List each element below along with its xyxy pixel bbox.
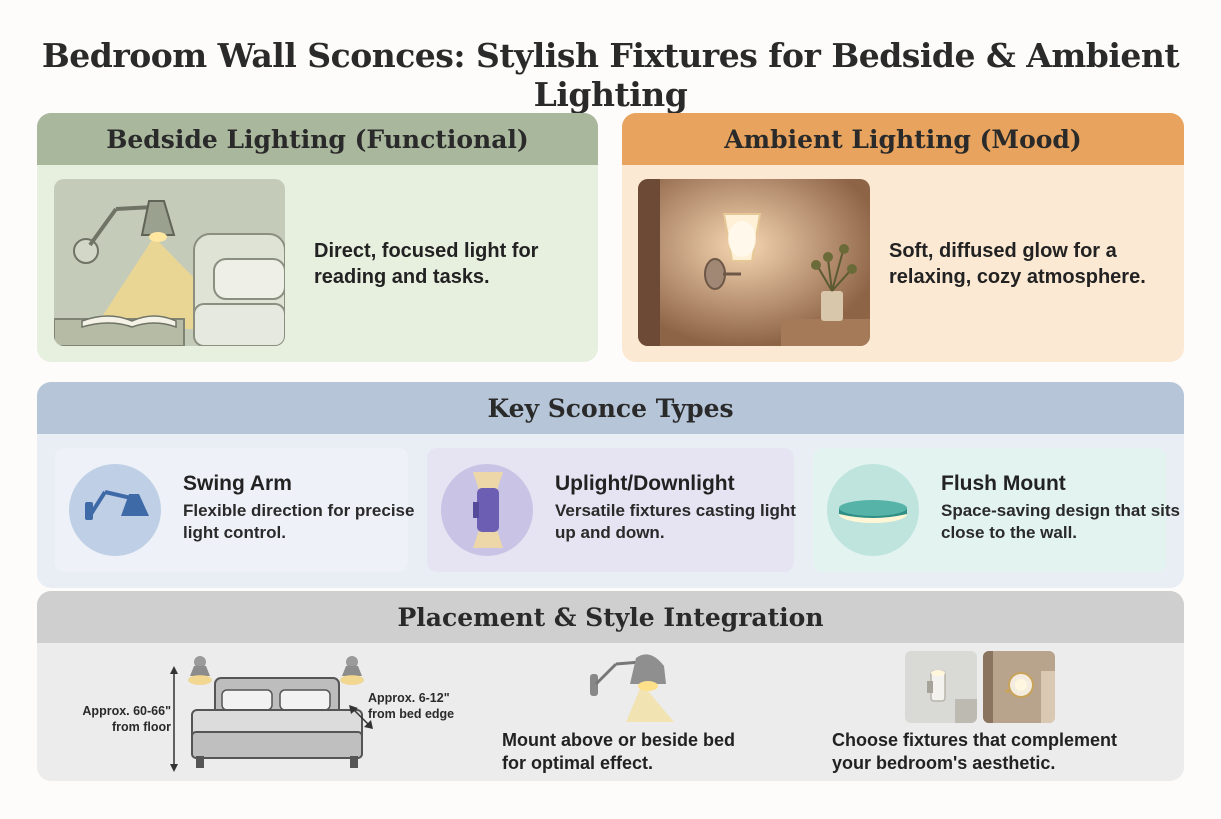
type-title: Flush Mount [941, 472, 1066, 495]
type-card-swing-arm: Swing Arm Flexible direction for precise… [55, 448, 414, 572]
fixture-photo-crystal [983, 651, 1055, 723]
bed-placement-diagram [160, 650, 390, 775]
type-description: Space-saving design that sits close to t… [941, 501, 1181, 542]
height-label: Approx. 60-66" from floor [82, 704, 171, 734]
flush-mount-icon [827, 464, 919, 556]
bedside-heading: Bedside Lighting (Functional) [37, 113, 598, 165]
type-card-flush-mount: Flush Mount Space-saving design that sit… [813, 448, 1180, 572]
ambient-panel: Ambient Lighting (Mood) Soft, diffused g… [622, 113, 1184, 362]
type-description: Flexible direction for precise light con… [183, 501, 415, 542]
fixture-photo-modern [905, 651, 977, 723]
ambient-heading: Ambient Lighting (Mood) [622, 113, 1184, 165]
mount-instruction: Mount above or beside bed for optimal ef… [502, 730, 736, 773]
swing-arm-mount-icon [584, 650, 684, 722]
types-heading: Key Sconce Types [37, 382, 1184, 434]
ambient-photo [638, 179, 870, 346]
placement-heading: Placement & Style Integration [37, 591, 1184, 643]
type-title: Uplight/Downlight [555, 472, 735, 495]
type-title: Swing Arm [183, 472, 292, 495]
style-instruction: Choose fixtures that complement your bed… [832, 730, 1118, 773]
offset-label: Approx. 6-12" from bed edge [368, 691, 455, 721]
bedside-description: Direct, focused light for reading and ta… [314, 240, 539, 288]
type-card-uplight-downlight: Uplight/Downlight Versatile fixtures cas… [427, 448, 796, 572]
type-description: Versatile fixtures casting light up and … [555, 501, 796, 542]
page-title: Bedroom Wall Sconces: Stylish Fixtures f… [41, 36, 1180, 114]
bedside-panel: Bedside Lighting (Functional) Direct, fo… [37, 113, 598, 362]
swing-arm-icon [69, 464, 161, 556]
bedside-illustration [54, 179, 285, 346]
ambient-description: Soft, diffused glow for a relaxing, cozy… [889, 240, 1146, 288]
uplight-downlight-icon [441, 464, 533, 556]
